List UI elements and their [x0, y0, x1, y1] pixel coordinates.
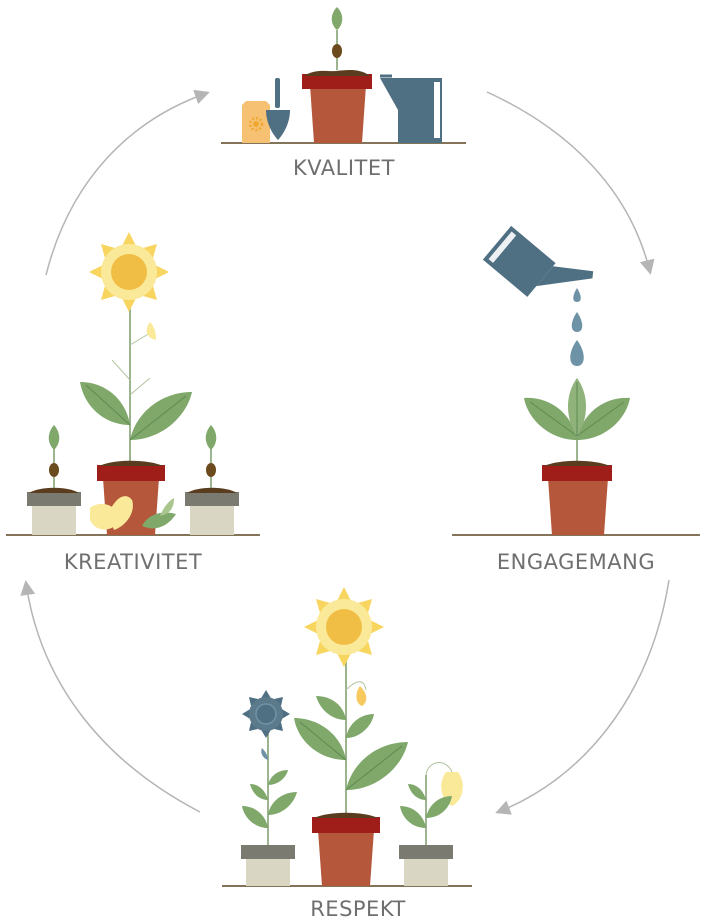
sunflower-pot	[312, 812, 380, 886]
small-pot-right	[185, 425, 239, 535]
watering-can-icon	[380, 74, 442, 143]
arrow-right-to-bottom	[495, 579, 670, 815]
small-pot-left	[27, 425, 81, 535]
stage-engagemang-illustration	[452, 225, 700, 536]
cycle-arrows	[20, 89, 670, 815]
arrow-left-to-top	[45, 89, 210, 276]
yellow-bud-plant	[400, 762, 463, 845]
stage-respekt-illustration	[222, 587, 472, 887]
trowel-icon	[266, 78, 290, 140]
stage-kvalitet-illustration	[221, 7, 466, 144]
small-pot-right	[399, 845, 453, 886]
stage-label-kvalitet: KVALITET	[293, 156, 395, 180]
seed-packet-icon	[242, 101, 270, 143]
stage-label-kreativitet: KREATIVITET	[63, 550, 203, 574]
stage-label-respekt: RESPEKT	[310, 897, 406, 921]
arrow-bottom-to-left	[20, 580, 201, 813]
fallen-petals	[90, 496, 176, 530]
stage-kreativitet-illustration	[6, 232, 260, 536]
young-plant	[524, 378, 630, 465]
water-drops	[570, 288, 584, 366]
sunflower-head	[89, 232, 169, 312]
sunflower-plant	[294, 587, 408, 818]
arrow-top-to-right	[486, 91, 655, 275]
blue-flower-head	[242, 690, 290, 738]
sunflower-head	[304, 587, 384, 667]
sunflower-plant	[80, 232, 192, 465]
stage-label-engagemang: ENGAGEMANG	[496, 550, 656, 574]
plant-pot	[542, 460, 612, 535]
watering-can-icon	[482, 225, 594, 297]
small-pot-left	[241, 845, 295, 886]
seedling-pot	[302, 7, 372, 143]
blue-flower-plant	[242, 690, 297, 845]
